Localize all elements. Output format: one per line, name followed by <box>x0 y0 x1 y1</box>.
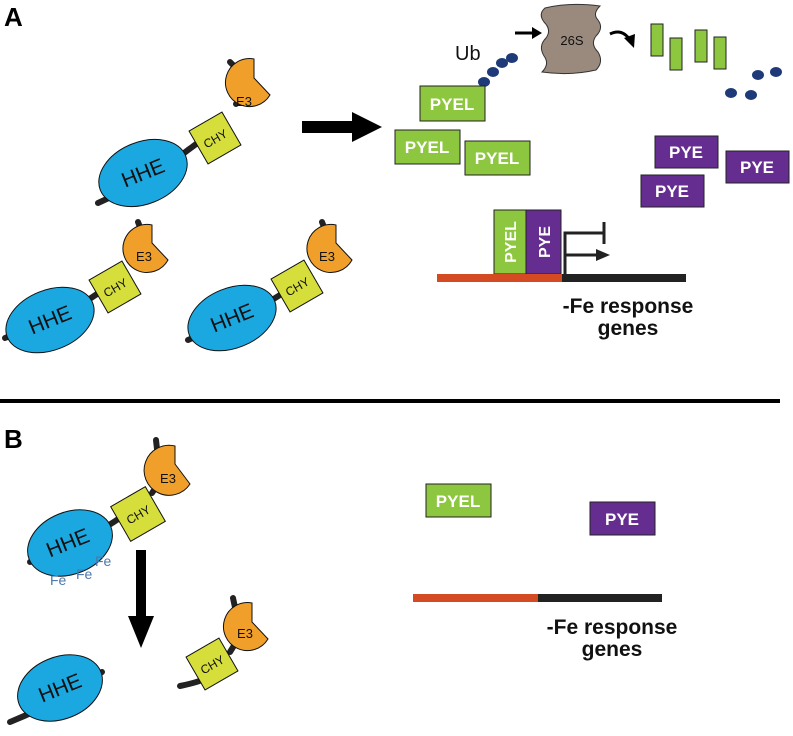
panel-divider <box>0 399 780 403</box>
ubiquitin-chain <box>478 53 518 87</box>
e3-label: E3 <box>237 626 253 641</box>
genes-label-line2: genes <box>582 638 643 661</box>
small-arrow-icon <box>515 27 542 39</box>
degraded-pyel-fragments <box>650 23 727 71</box>
curved-arrow-icon <box>609 30 635 48</box>
genes-label-line1: -Fe response <box>563 295 694 318</box>
fe-label: Fe <box>76 566 93 582</box>
cleaved-hhe: HHE <box>7 654 105 725</box>
gene-line <box>538 594 662 602</box>
svg-text:PYE: PYE <box>605 510 639 529</box>
genes-label-line2: genes <box>598 317 659 340</box>
e3-domain <box>225 58 271 108</box>
pye-protein: PYE <box>640 174 705 208</box>
ub-label: Ub <box>455 43 481 65</box>
bts-complex: HHE CHY E3 <box>185 219 353 352</box>
pye-vertical-label: PYE <box>537 226 554 258</box>
genes-label-line1: -Fe response <box>547 616 678 639</box>
e3-domain <box>143 444 191 496</box>
pyel-protein: PYEL <box>419 85 486 122</box>
hhe-domain <box>98 138 188 208</box>
hhe-domain <box>187 284 277 352</box>
pye-protein: PYE <box>654 135 719 169</box>
svg-text:PYE: PYE <box>669 143 703 162</box>
promoter-line <box>413 594 540 602</box>
hhe-domain <box>17 654 103 722</box>
promoter-complex: PYEL PYE <box>493 209 562 275</box>
chy-domain <box>270 259 324 313</box>
svg-text:PYEL: PYEL <box>405 138 449 157</box>
pyel-protein: PYEL <box>464 140 531 176</box>
e3-label: E3 <box>236 94 252 109</box>
e3-domain <box>306 223 353 273</box>
svg-text:PYEL: PYEL <box>436 492 480 511</box>
pyel-protein: PYEL <box>394 129 461 165</box>
e3-domain <box>223 602 269 652</box>
svg-text:PYE: PYE <box>740 158 774 177</box>
hhe-domain <box>27 509 113 577</box>
bts-complex: HHE CHY E3 <box>2 219 169 354</box>
chy-domain <box>185 637 239 691</box>
chy-domain <box>188 111 242 165</box>
proteasome-26s: 26S <box>540 3 602 75</box>
pye-protein: PYE <box>725 150 790 184</box>
chy-domain <box>109 485 167 543</box>
fe-label: Fe <box>50 572 67 588</box>
panel-b-letter: B <box>4 424 23 454</box>
e3-label: E3 <box>160 471 176 486</box>
e3-label: E3 <box>136 249 152 264</box>
transcription-repression-icon <box>563 222 606 274</box>
e3-label: E3 <box>319 249 335 264</box>
pyel-protein: PYEL <box>425 483 492 518</box>
hhe-domain <box>5 286 95 354</box>
cleaved-chy-e3: CHY E3 <box>177 595 269 691</box>
bts-complex: HHE CHY E3 <box>95 58 271 208</box>
pye-protein: PYE <box>589 501 656 536</box>
svg-text:PYEL: PYEL <box>430 95 474 114</box>
gene-line <box>562 274 686 282</box>
bts-complex-fe-bound: HHE CHY E3 Fe Fe Fe <box>27 437 191 588</box>
promoter-line <box>437 274 564 282</box>
pyel-vertical-label: PYEL <box>503 221 520 263</box>
e3-domain <box>122 223 169 273</box>
proteasome-label: 26S <box>560 33 583 48</box>
down-arrow-icon <box>128 550 154 648</box>
svg-text:PYEL: PYEL <box>475 149 519 168</box>
fe-label: Fe <box>95 553 112 569</box>
right-arrow-icon <box>302 112 382 142</box>
transcription-arrow-icon <box>596 249 610 261</box>
svg-text:PYE: PYE <box>655 182 689 201</box>
free-ubiquitin <box>725 67 782 100</box>
panel-a-letter: A <box>4 2 23 32</box>
chy-domain <box>88 260 142 314</box>
